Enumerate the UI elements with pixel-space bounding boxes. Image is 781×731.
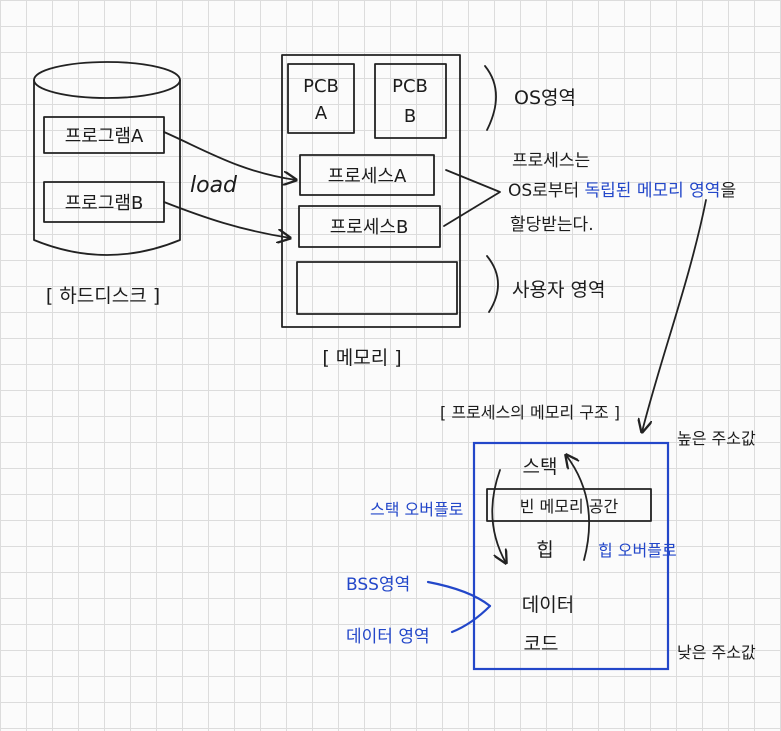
data-area-label: 데이터 영역 [346,627,430,647]
data-area-pointer [450,604,492,634]
process-b-box [298,205,441,248]
pcb-a-label-line2: A [315,103,328,124]
note-line3: 할당받는다. [510,215,594,235]
program-a-box [43,116,165,154]
process-group-bracket [443,169,501,227]
note-line2-highlight: 독립된 메모리 영역 [585,181,721,201]
memory-box [281,54,461,328]
pcb-b-label-line2: B [404,106,416,127]
process-b-label: 프로세스B [330,217,409,238]
heap-growth-arrow [566,455,590,561]
stack-overflow-label: 스택 오버플로 [370,500,463,519]
hard-disk: 프로그램A 프로그램B [33,61,181,256]
load-arrow-b [163,201,290,238]
pointer-arrow [642,199,707,432]
stack-label: 스택 [523,456,558,478]
free-space-box [486,488,652,522]
pcb-b-label-line1: PCB [392,76,428,97]
hard-disk-caption: [ 하드디스크 ] [46,285,160,307]
load-label: load [190,173,238,198]
program-b-label: 프로그램B [65,193,144,214]
load-arrow-a [163,131,296,180]
note-line2-prefix: OS로부터 [508,181,585,201]
program-a-label: 프로그램A [65,126,144,147]
os-area-label: OS영역 [514,87,576,109]
stack-growth-arrow [491,469,506,563]
pcb-a-label-line1: PCB [303,76,339,97]
user-area-label: 사용자 영역 [512,279,605,301]
bss-area-label: BSS영역 [346,575,410,595]
process-a-label: 프로세스A [328,166,407,187]
note-line2-suffix: 을 [720,181,736,201]
process-memory-caption: [ 프로세스의 메모리 구조 ] [440,403,620,422]
pcb-b-box [374,63,447,139]
heap-overflow-label: 힙 오버플로 [598,541,677,560]
code-label: 코드 [524,633,559,655]
disk-cylinder-top [33,61,181,99]
note-line1: 프로세스는 [512,151,590,171]
process-a-box [299,154,435,196]
data-label: 데이터 [522,594,574,616]
user-area-brace [486,255,499,313]
pcb-a-box [287,63,355,134]
bss-pointer [426,580,492,608]
free-space-label: 빈 메모리 공간 [520,497,619,516]
note-line2: OS로부터 독립된 메모리 영역을 [508,181,736,201]
high-address-label: 높은 주소값 [677,429,756,448]
memory-caption: [ 메모리 ] [322,347,401,369]
low-address-label: 낮은 주소값 [677,643,756,662]
os-area-brace [484,65,497,131]
user-area-box [296,261,458,315]
heap-label: 힙 [536,539,553,561]
process-memory-box [472,441,670,671]
disk-cylinder-body [33,79,181,256]
